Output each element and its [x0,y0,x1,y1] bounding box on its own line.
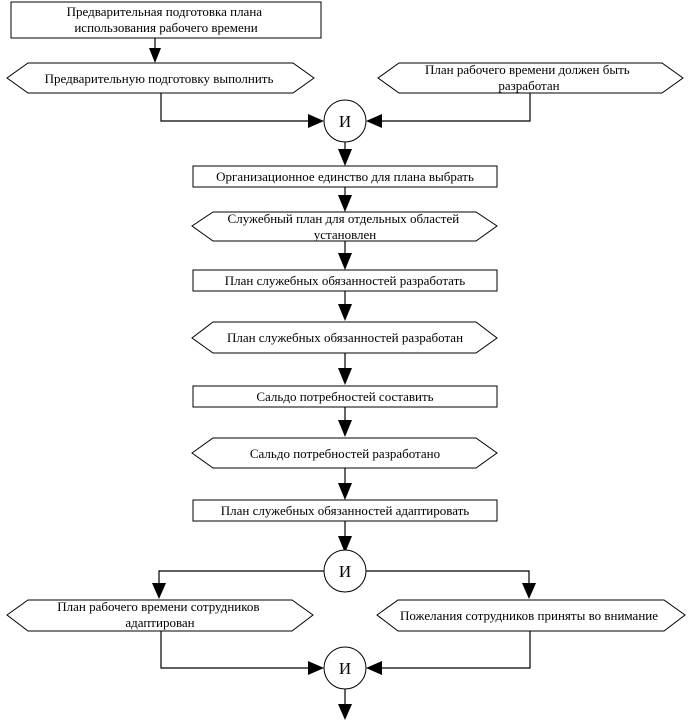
arrowhead [338,704,352,720]
and-connector-2 [323,549,367,593]
link-plan-required-to-and1 [380,93,531,122]
label-do-prep: Предварительную подготовку выполнить [45,71,274,86]
event-box-balance-done [191,437,498,469]
function-box-compose-balance [192,385,498,408]
label-staff-adapted: План рабочего времени сотрудников адапти… [57,599,263,630]
function-box-prep-plan [10,1,322,39]
label-develop-duties: План служебных обязанностей разработать [225,273,465,288]
link-staff-adapted-to-and3 [160,631,310,669]
label-balance-done: Сальдо потребностей разработано [250,446,440,461]
link-and2-to-wishes-considered [363,570,530,583]
label-wishes-considered: Пожелания сотрудников приняты во внимани… [400,608,658,623]
arrowhead [338,536,352,553]
arrowhead [366,661,382,675]
arrowhead [338,420,352,437]
arrowhead [338,195,352,212]
arrowhead [149,48,161,63]
and-connector-3-label: И [339,659,351,678]
event-box-wishes-considered [376,599,686,632]
event-box-duties-done [191,321,498,354]
label-plan-set: Служебный план для отдельных областей ус… [228,211,463,242]
arrowhead [522,583,536,599]
arrowhead [308,114,324,128]
event-box-plan-required [377,62,684,94]
and-connector-3 [323,646,367,690]
arrowhead [308,661,324,675]
link-and2-to-staff-adapted [158,570,327,583]
arrowhead [366,114,382,128]
function-box-develop-duties [192,269,498,292]
label-compose-balance: Сальдо потребностей составить [256,389,433,404]
arrowhead [338,483,352,500]
arrowhead [338,149,352,166]
label-prep-plan: Предварительная подготовка плана использ… [67,4,266,35]
link-do-prep-to-and1 [160,93,310,122]
and-connector-2-label: И [339,562,351,581]
event-box-staff-adapted [6,599,314,632]
and-connector-1 [323,99,367,143]
label-duties-done: План служебных обязанностей разработан [227,330,463,345]
function-box-adapt-duties [192,499,498,522]
arrowhead [338,253,352,270]
arrowhead [338,368,352,385]
arrowhead [152,583,166,599]
and-connector-1-label: И [339,112,351,131]
link-wishes-considered-to-and3 [380,631,531,669]
label-choose-unity: Организационное единство для плана выбра… [216,169,474,184]
label-adapt-duties: План служебных обязанностей адаптировать [221,503,470,518]
event-box-plan-set [191,211,498,242]
event-box-do-prep [6,62,315,94]
function-box-choose-unity [192,165,498,188]
arrowhead [338,304,352,321]
label-plan-required: План рабочего времени должен быть разраб… [425,62,633,93]
connector-lines [154,38,531,704]
arrowheads [149,48,536,720]
